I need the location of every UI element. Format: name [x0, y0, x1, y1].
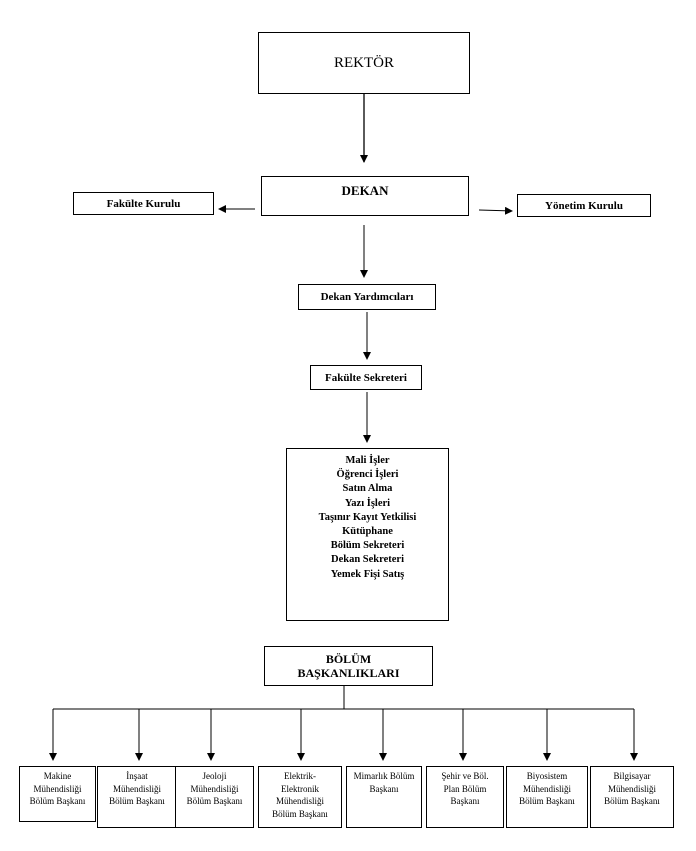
dept-label-line: Elektronik: [281, 783, 319, 794]
dept-box-makine: Makine Mühendisliği Bölüm Başkanı: [19, 766, 96, 822]
dept-box-jeoloji: Jeoloji Mühendisliği Bölüm Başkanı: [175, 766, 254, 828]
yonetim-kurulu-label: Yönetim Kurulu: [545, 199, 623, 212]
dept-box-sehir: Şehir ve Böl. Plan Bölüm Başkanı: [426, 766, 504, 828]
unit-item: Bölüm Sekreteri: [330, 540, 405, 552]
bolum-label-line: BAŞKANLIKLARI: [297, 666, 400, 680]
dept-label-line: İnşaat: [126, 771, 148, 781]
unit-item: Öğrenci İşleri: [336, 469, 399, 481]
dept-label-line: Mühendisliği: [275, 796, 324, 806]
dept-label-line: Şehir ve Böl.: [441, 771, 489, 781]
dept-label-line: Başkanı: [369, 783, 399, 794]
dept-label-line: Bölüm Başkanı: [109, 796, 165, 806]
dekan-label: DEKAN: [341, 183, 389, 198]
dekan-yardimcilari-box: Dekan Yardımcıları: [298, 284, 436, 310]
dept-box-insaat: İnşaat Mühendisliği Bölüm Başkanı: [97, 766, 177, 828]
dept-label-line: Biyosistem: [526, 771, 568, 781]
dept-label-line: Başkanı: [450, 796, 480, 806]
dept-box-elektrik: Elektrik- Elektronik Mühendisliği Bölüm …: [258, 766, 342, 828]
unit-item: Taşınır Kayıt Yetkilisi: [318, 511, 417, 523]
yonetim-kurulu-box: Yönetim Kurulu: [517, 194, 651, 217]
unit-item: Yemek Fişi Satış: [330, 568, 405, 580]
unit-item: Satın Alma: [342, 483, 393, 495]
dept-label-line: Jeoloji: [202, 771, 227, 781]
dept-label-line: Bölüm Başkanı: [272, 808, 328, 819]
dept-label-line: Mühendisliği: [607, 783, 656, 794]
dept-label-line: Mühendisliği: [33, 783, 82, 794]
dept-label-line: Plan Bölüm: [443, 783, 487, 794]
arrow-dekan-yonetim-kurulu: [478, 206, 513, 215]
dept-label-line: Bölüm Başkanı: [29, 796, 86, 806]
dept-label-line: Bilgisayar: [613, 771, 651, 781]
dept-label-line: Mühendisliği: [190, 783, 239, 794]
unit-item: Kütüphane: [342, 526, 393, 538]
dept-box-bilgisayar: Bilgisayar Mühendisliği Bölüm Başkanı: [590, 766, 674, 828]
unit-item: Yazı İşleri: [344, 497, 391, 509]
dekan-yardimcilari-label: Dekan Yardımcıları: [320, 291, 414, 303]
bolum-baskanliklari-box: BÖLÜM BAŞKANLIKLARI: [264, 646, 433, 686]
rektor-label: REKTÖR: [334, 54, 394, 71]
dekan-box: DEKAN: [261, 176, 469, 216]
dept-label-line: Bölüm Başkanı: [604, 796, 660, 806]
fakulte-kurulu-box: Fakülte Kurulu: [73, 192, 214, 215]
dept-box-biyosistem: Biyosistem Mühendisliği Bölüm Başkanı: [506, 766, 588, 828]
fakulte-sekreteri-label: Fakülte Sekreteri: [325, 371, 407, 384]
dept-label-line: Mühendisliği: [522, 783, 571, 794]
dept-label-line: Mimarlık Bölüm: [353, 771, 415, 781]
dept-label-line: Mühendisliği: [112, 783, 161, 794]
dept-label-line: Makine: [43, 771, 72, 781]
dept-box-mimarlik: Mimarlık Bölüm Başkanı: [346, 766, 422, 828]
rektor-box: REKTÖR: [258, 32, 470, 94]
dept-label-line: Bölüm Başkanı: [186, 796, 243, 806]
dept-label-line: Bölüm Başkanı: [519, 796, 575, 806]
fakulte-sekreteri-box: Fakülte Sekreteri: [310, 365, 422, 390]
bolum-label-line: BÖLÜM: [325, 652, 372, 666]
units-box: Mali İşler Öğrenci İşleri Satın Alma Yaz…: [286, 448, 449, 621]
fakulte-kurulu-label: Fakülte Kurulu: [106, 197, 181, 210]
unit-item: Mali İşler: [345, 455, 390, 466]
unit-item: Dekan Sekreteri: [330, 554, 404, 566]
dept-label-line: Elektrik-: [284, 771, 316, 781]
